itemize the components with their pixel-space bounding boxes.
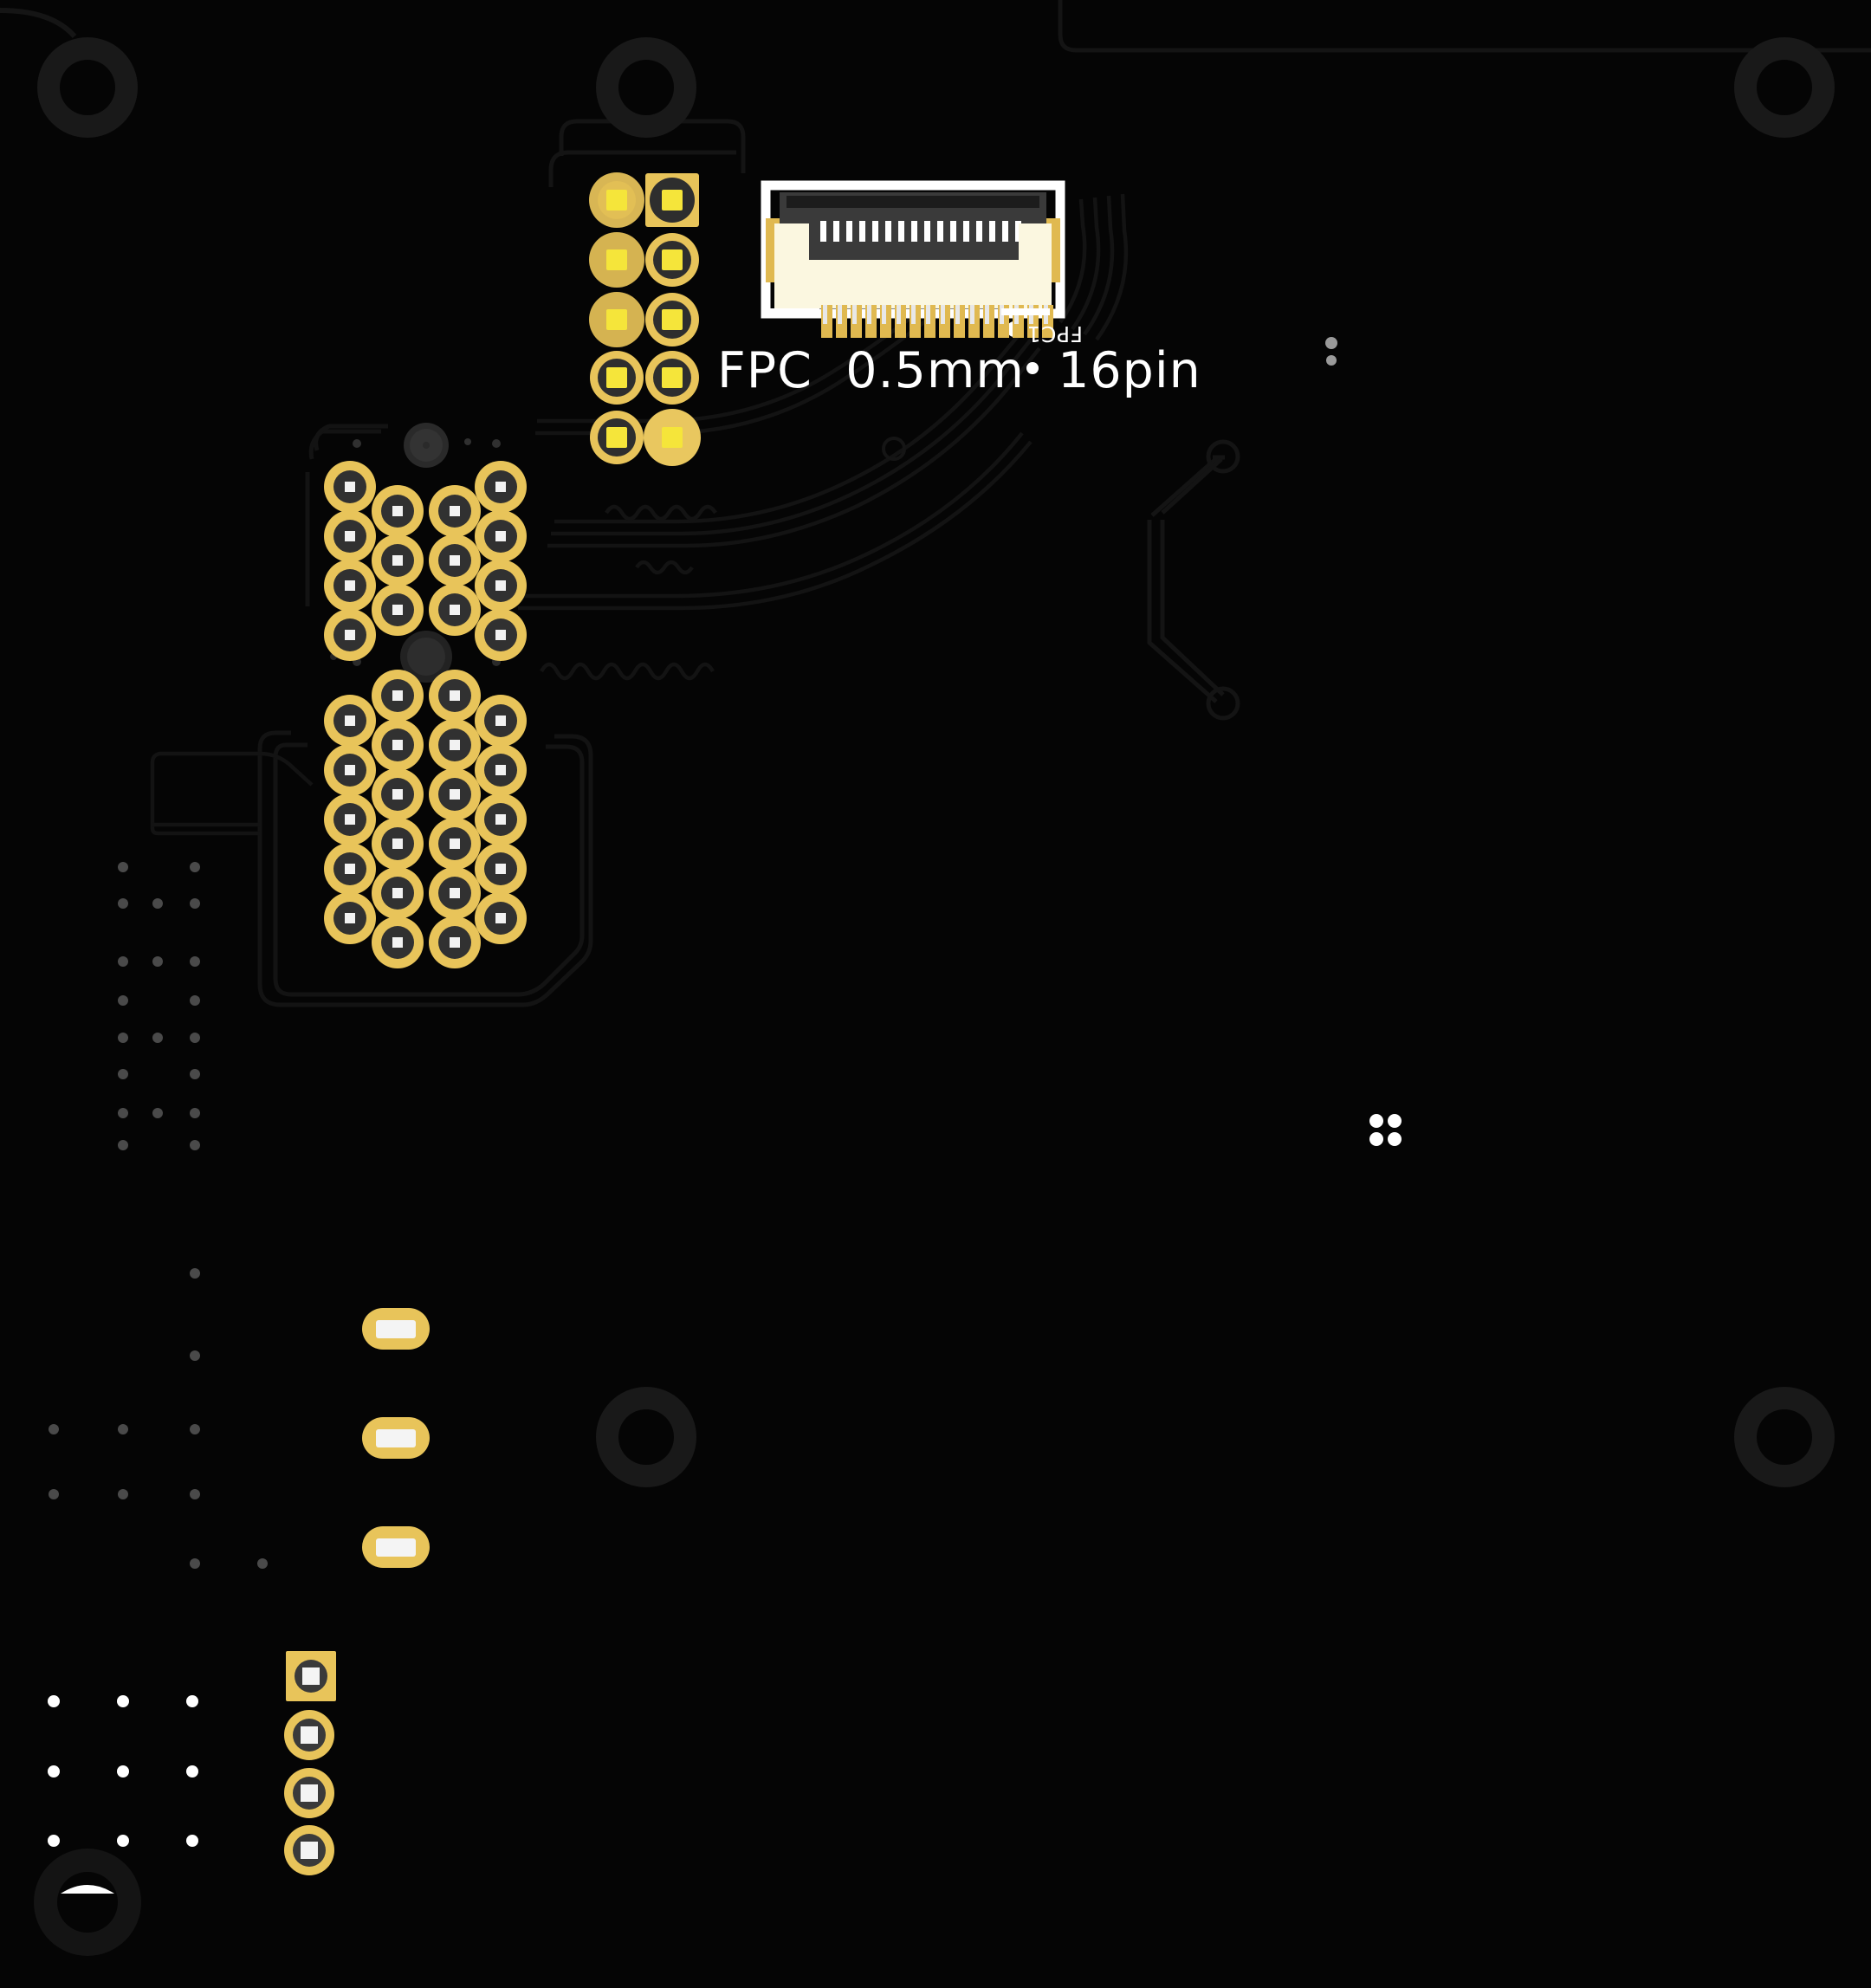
fpc-connector[interactable] [761, 180, 1065, 338]
oval-slot-pads[interactable] [362, 1308, 430, 1568]
header-1x4-pads[interactable] [284, 1651, 336, 1875]
right-via-trace [1147, 439, 1240, 721]
mounting-holes [34, 37, 1835, 1956]
isolated-via-marker [882, 437, 906, 461]
silk-dot-cluster-right [1369, 1114, 1402, 1146]
silk-footprint-lower [257, 730, 593, 1007]
fpc-silkscreen-label: FPC 0.5mm 16pin [717, 342, 1201, 399]
fpc-pins [821, 305, 1053, 338]
backside-pad-dots-left [49, 862, 268, 1569]
fpc-actuator-slots [820, 221, 1021, 242]
backside-pad-dots-right [1325, 337, 1337, 366]
fpc-body [774, 223, 1052, 308]
silk-dot-cluster-bottom-left [48, 1695, 198, 1847]
left-wrap-traces [150, 751, 314, 836]
fpc-refdes-label: FPC1 [1026, 321, 1083, 346]
board-edge-cutouts [548, 0, 1871, 187]
board-corner-arc-tl [0, 8, 77, 39]
header-2x5-pads[interactable] [589, 172, 701, 466]
serpentine-meander-traces [540, 504, 717, 681]
npth-holes [330, 423, 501, 683]
pad-array-upper[interactable] [324, 461, 527, 661]
pad-array-lower[interactable] [324, 670, 527, 968]
silk-footprint-upper [305, 424, 388, 606]
